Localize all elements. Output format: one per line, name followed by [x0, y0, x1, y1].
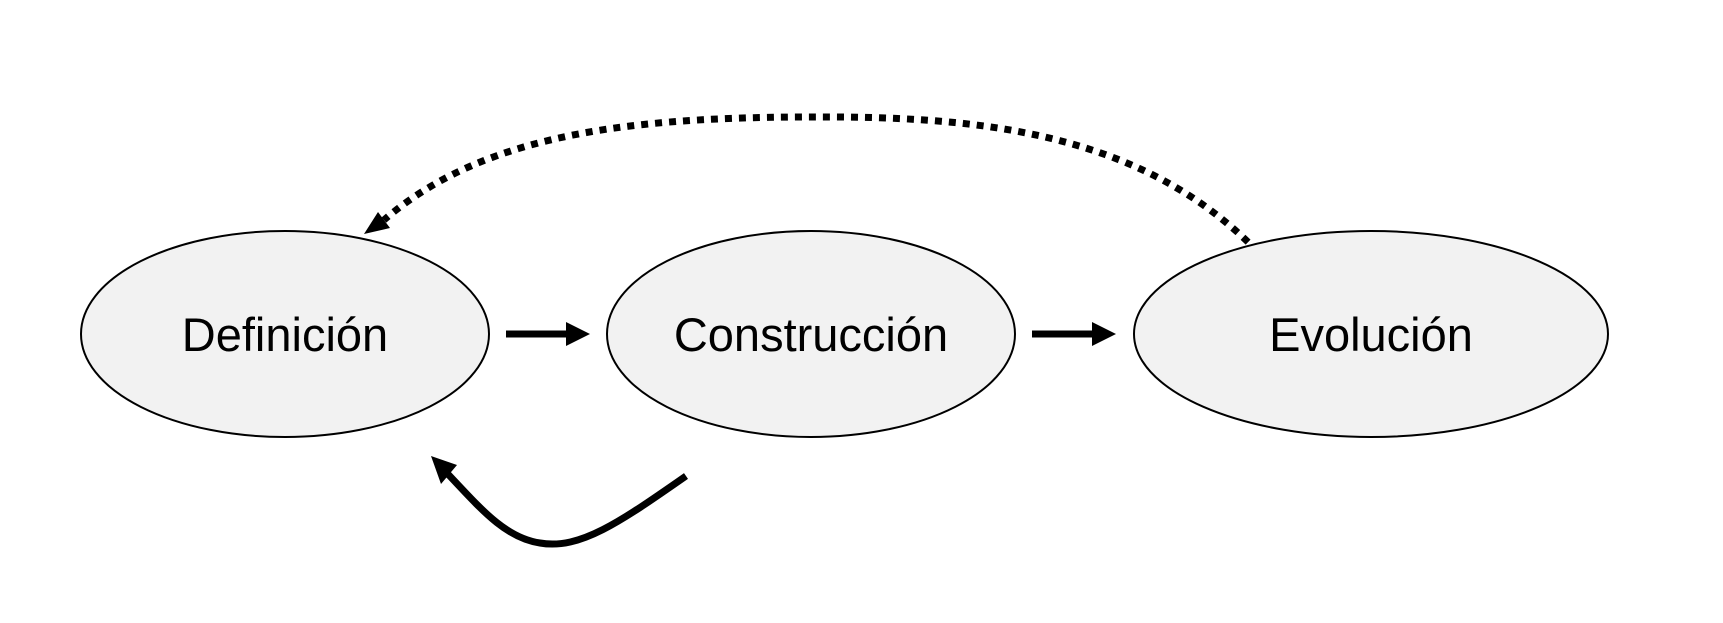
arrowhead-evolucion [1092, 322, 1116, 346]
node-evolucion-shape [1133, 230, 1609, 438]
node-definicion-label: Definición [182, 308, 388, 361]
node-definicion-shape [80, 230, 490, 438]
node-evolucion: Evolución [1133, 230, 1609, 438]
node-construccion-label: Construcción [674, 308, 948, 361]
node-evolucion-label: Evolución [1269, 308, 1473, 361]
edge-construccion-to-definicion [443, 469, 689, 548]
arrowhead-definicion-from-evolucion [364, 212, 390, 234]
node-construccion: Construcción [606, 230, 1016, 438]
arrowhead-definicion-from-construccion [431, 456, 457, 484]
edge-evolucion-to-definicion [381, 113, 1261, 255]
arrowhead-construccion [566, 322, 590, 346]
node-definicion: Definición [80, 230, 490, 438]
node-construccion-shape [606, 230, 1016, 438]
